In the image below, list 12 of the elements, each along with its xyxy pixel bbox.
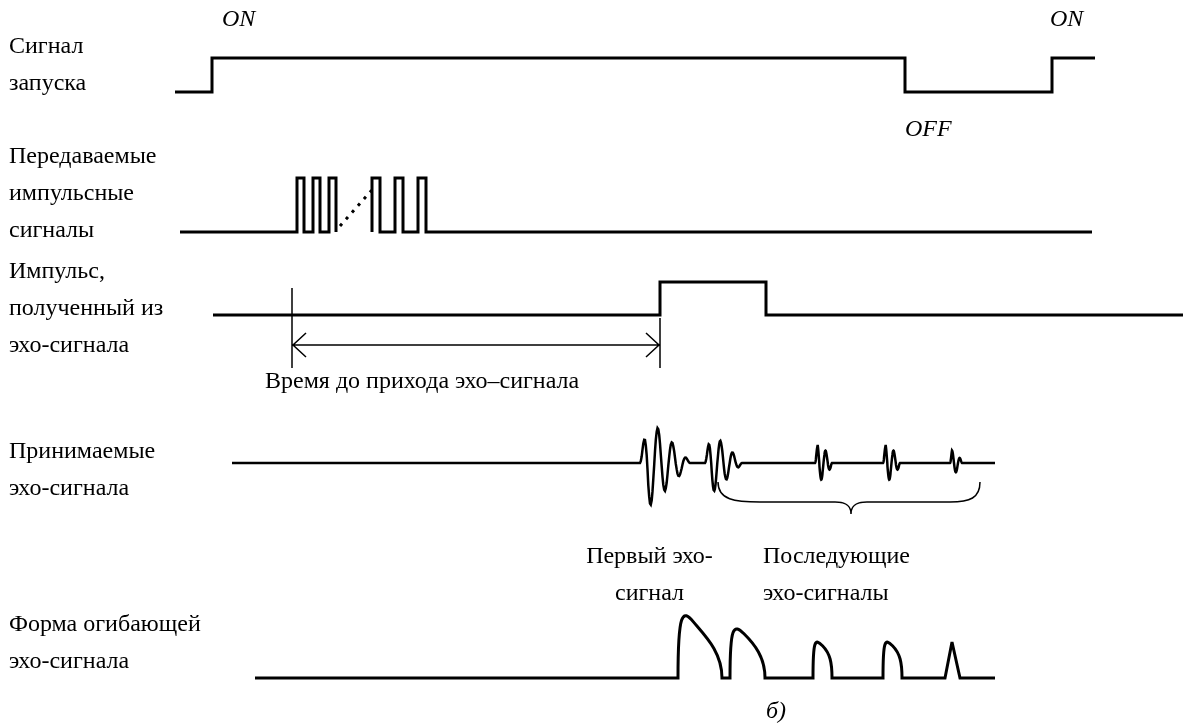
- signal-label: Форма огибающей эхо-сигнала: [9, 609, 202, 675]
- state-label: ON: [222, 4, 256, 33]
- state-label: ON: [1050, 4, 1084, 33]
- echo-caption: Последующие эхо-сигналы: [763, 541, 911, 607]
- signal-label: Принимаемые эхо-сигнала: [9, 436, 157, 502]
- signal-label: Передаваемые импульсные сигналы: [9, 141, 158, 244]
- signal-label: Сигнал запуска: [9, 31, 88, 97]
- figure-caption: б): [766, 696, 787, 725]
- state-label: OFF: [905, 114, 952, 143]
- signal-label: Импульс, полученный из эхо-сигнала: [9, 256, 165, 359]
- echo-caption: Первый эхо-сигнал: [585, 541, 714, 607]
- dimension-label: Время до прихода эхо–сигнала: [265, 366, 580, 395]
